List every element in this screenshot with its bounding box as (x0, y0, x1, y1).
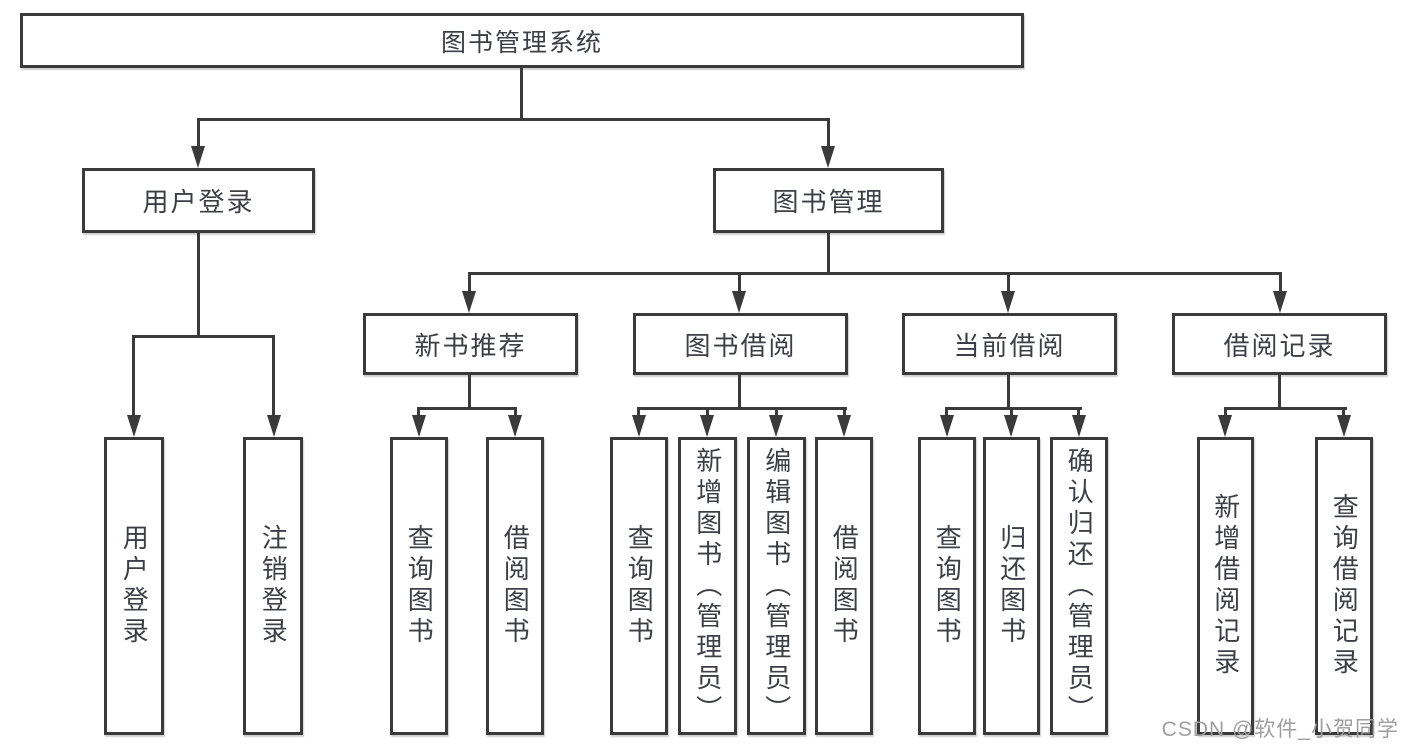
connector-drop-leaf (637, 407, 640, 417)
connector-drop-leaf (417, 407, 420, 417)
node-label: 图书借阅 (684, 330, 797, 361)
leaf-user-login: 用户登录 (104, 437, 164, 735)
connector-drop-leaf (1342, 407, 1345, 417)
node-label: 新书推荐 (414, 330, 527, 361)
leaf-bb-borrow-books: 借阅图书 (815, 437, 873, 735)
node-borrowing-records: 借阅记录 (1172, 313, 1387, 375)
node-label: 当前借阅 (953, 330, 1066, 361)
connector-user-login-rail (132, 335, 275, 338)
connector-drop-leaf (132, 335, 135, 417)
arrowhead-down-icon (940, 415, 954, 437)
leaf-label: 确认归还（管理员） (1064, 446, 1095, 726)
connector-root-stem (520, 68, 523, 118)
connector-cb-stem (1007, 375, 1010, 407)
connector-drop-module (1007, 272, 1010, 293)
arrowhead-down-icon (1072, 415, 1086, 437)
leaf-label: 查询图书 (624, 524, 655, 648)
leaf-label: 查询图书 (404, 524, 435, 648)
connector-nbr-rail (417, 407, 517, 410)
connector-drop-module (738, 272, 741, 293)
leaf-label: 用户登录 (119, 524, 150, 648)
leaf-nbr-borrow-books: 借阅图书 (486, 437, 544, 735)
arrowhead-down-icon (769, 415, 783, 437)
connector-user-login-stem (197, 233, 200, 335)
leaf-label: 查询图书 (932, 524, 963, 648)
connector-drop-leaf (843, 407, 846, 417)
connector-drop-leaf (514, 407, 517, 417)
leaf-cb-query-books: 查询图书 (918, 437, 976, 735)
leaf-label: 编辑图书（管理员） (761, 446, 792, 726)
connector-bb-rail (637, 407, 847, 410)
arrowhead-down-icon (821, 146, 835, 168)
node-current-borrowing: 当前借阅 (902, 313, 1117, 375)
connector-drop-module (1279, 272, 1282, 293)
node-new-book-recommendation: 新书推荐 (363, 313, 578, 375)
connector-drop-leaf (706, 407, 709, 417)
arrowhead-down-icon (1004, 415, 1018, 437)
leaf-label: 借阅图书 (500, 524, 531, 648)
connector-drop-module (468, 272, 471, 293)
leaf-label: 新增图书（管理员） (692, 446, 723, 726)
node-label: 借阅记录 (1223, 330, 1336, 361)
connector-drop-leaf (775, 407, 778, 417)
leaf-label: 查询借阅记录 (1329, 493, 1360, 679)
arrowhead-down-icon (127, 415, 141, 437)
connector-bb-stem (738, 375, 741, 407)
connector-drop-leaf (1224, 407, 1227, 417)
leaf-label: 注销登录 (258, 524, 289, 648)
connector-drop-leaf (1077, 407, 1080, 417)
leaf-nbr-query-books: 查询图书 (390, 437, 448, 735)
node-book-borrowing: 图书借阅 (633, 313, 848, 375)
connector-drop-leaf (945, 407, 948, 417)
leaf-label: 归还图书 (996, 524, 1027, 648)
arrowhead-down-icon (1001, 291, 1015, 313)
connector-cb-rail (945, 407, 1082, 410)
leaf-logout: 注销登录 (243, 437, 303, 735)
arrowhead-down-icon (1337, 415, 1351, 437)
watermark: CSDN @软件_小贺同学 (1161, 718, 1399, 741)
connector-book-management-stem (827, 233, 830, 272)
connector-book-management-rail (468, 272, 1282, 275)
arrowhead-down-icon (508, 415, 522, 437)
arrowhead-down-icon (700, 415, 714, 437)
arrowhead-down-icon (1273, 291, 1287, 313)
connector-drop-leaf (272, 335, 275, 417)
arrowhead-down-icon (412, 415, 426, 437)
arrowhead-down-icon (732, 291, 746, 313)
leaf-br-add-record: 新增借阅记录 (1197, 437, 1254, 735)
node-label: 用户登录 (142, 187, 255, 217)
node-library-management-system: 图书管理系统 (20, 13, 1024, 68)
arrowhead-down-icon (267, 415, 281, 437)
leaf-cb-confirm-return-admin: 确认归还（管理员） (1050, 437, 1108, 735)
leaf-bb-query-books: 查询图书 (610, 437, 668, 735)
node-label: 图书管理 (772, 187, 885, 217)
arrowhead-down-icon (837, 415, 851, 437)
node-label: 图书管理系统 (440, 28, 603, 57)
leaf-bb-edit-books-admin: 编辑图书（管理员） (747, 437, 806, 735)
leaf-label: 新增借阅记录 (1210, 493, 1241, 679)
connector-drop-leaf (1010, 407, 1013, 417)
connector-root-rail (197, 118, 830, 121)
connector-drop-book-management (827, 118, 830, 150)
arrowhead-down-icon (632, 415, 646, 437)
leaf-label: 借阅图书 (829, 524, 860, 648)
connector-br-rail (1224, 407, 1347, 410)
connector-drop-user-login (197, 118, 200, 150)
arrowhead-down-icon (1218, 415, 1232, 437)
arrowhead-down-icon (462, 291, 476, 313)
connector-nbr-stem (468, 375, 471, 407)
node-user-login: 用户登录 (82, 168, 315, 233)
connector-br-stem (1278, 375, 1281, 407)
leaf-cb-return-books: 归还图书 (983, 437, 1040, 735)
leaf-bb-add-books-admin: 新增图书（管理员） (678, 437, 737, 735)
leaf-br-query-record: 查询借阅记录 (1315, 437, 1373, 735)
arrowhead-down-icon (191, 146, 205, 168)
node-book-management: 图书管理 (713, 168, 944, 233)
